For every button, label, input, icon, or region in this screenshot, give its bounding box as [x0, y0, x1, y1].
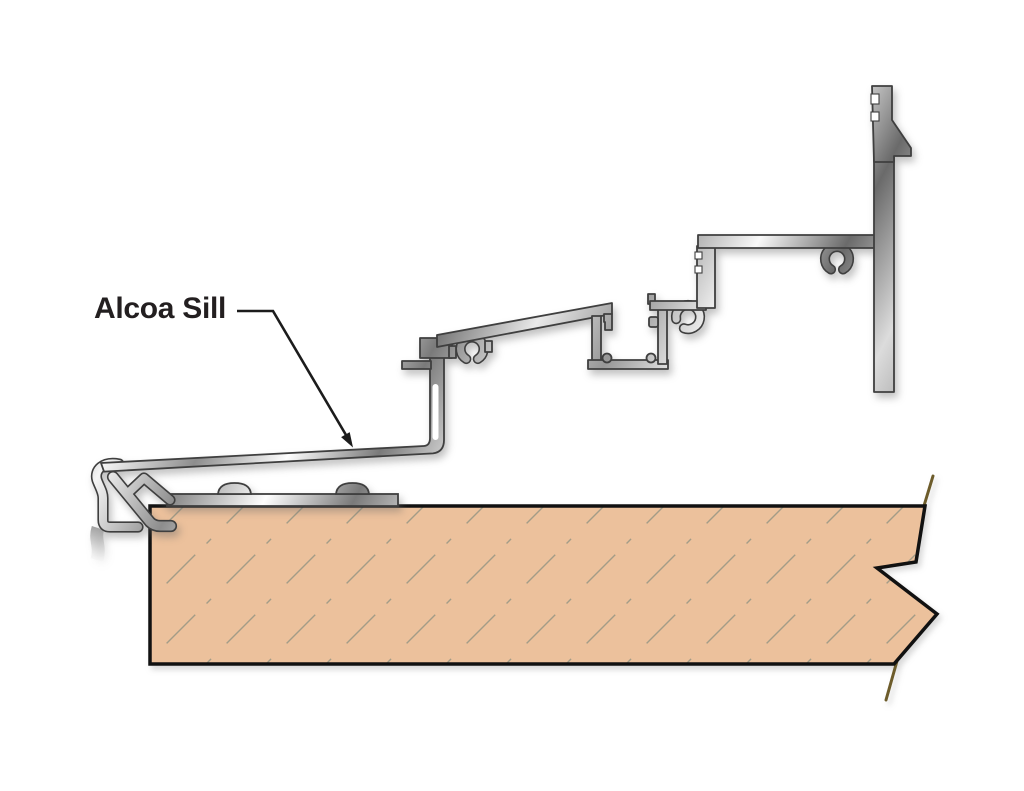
chord-tooth-1 [448, 345, 457, 359]
glazing-hook-and-wedge [871, 85, 912, 163]
aluminum-sill-assembly [90, 85, 912, 562]
sill-label: Alcoa Sill [94, 292, 227, 325]
sloped-chord [436, 302, 613, 348]
channel-bottom [587, 359, 669, 370]
channel-right-wall [657, 303, 668, 365]
wood-sill-substrate [148, 474, 940, 702]
top-arm [697, 234, 877, 249]
riser-notch-1 [694, 251, 703, 260]
extrusion-slots [432, 93, 880, 440]
channel-left-wall [591, 315, 602, 365]
drip-diagonal-leg [108, 472, 176, 531]
extrusion-body [100, 85, 912, 473]
leader-arrowhead [341, 432, 353, 448]
wood-cross-section [148, 504, 940, 666]
riser-slot [432, 384, 439, 440]
channel-bump-1 [601, 352, 613, 364]
riser-notch-2 [694, 265, 703, 274]
channel-nub [648, 316, 659, 328]
screw-head-left [217, 482, 252, 495]
sill-pan-and-riser [100, 355, 445, 473]
channel-bump-2 [645, 352, 657, 364]
grain-break-line-bottom [884, 659, 899, 702]
leader [237, 309, 353, 448]
extrusion-curved-details [90, 241, 855, 533]
hook-notch-1 [870, 93, 880, 105]
wall-break-stem [90, 525, 105, 562]
hook-notch-2 [870, 111, 880, 122]
grain-break-line-top [921, 474, 935, 511]
vertical-bar [873, 155, 895, 393]
chord-tooth-2 [484, 340, 493, 353]
extrusion-curved-details [92, 243, 853, 531]
mounting-plate [166, 493, 399, 507]
left-tab [401, 360, 432, 370]
anchor-ridge [123, 474, 174, 504]
channel-hook [603, 313, 613, 331]
leader-line [237, 309, 348, 436]
drip-edge-curl [92, 459, 142, 531]
screw-head-right [335, 482, 370, 495]
